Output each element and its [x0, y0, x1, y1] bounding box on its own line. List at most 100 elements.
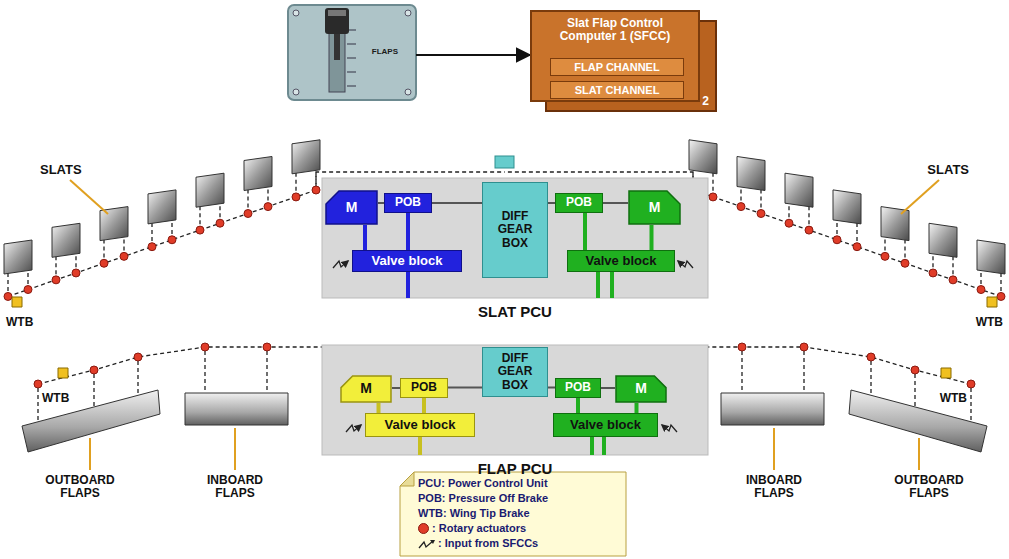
box-label: DIFF GEAR BOX — [489, 210, 541, 250]
rotary-actuator — [967, 380, 975, 388]
part-label: OUTBOARD FLAPS — [879, 474, 979, 500]
gearbox-box: DIFF GEAR BOX — [482, 347, 548, 397]
box-label: POB — [411, 381, 437, 394]
sfcc-input-symbol — [662, 425, 677, 432]
hydraulic-pipe — [590, 437, 594, 455]
hydraulic-pipe — [602, 437, 606, 455]
wing-tip-brake — [58, 368, 68, 378]
box-label: DIFF GEAR BOX — [489, 352, 541, 392]
connector — [416, 54, 530, 56]
rotary-actuator — [201, 343, 209, 351]
motor-box: M — [628, 190, 681, 225]
rotary-actuator — [805, 226, 813, 234]
legend-text: : Rotary actuators — [432, 522, 526, 534]
pcu-panel: SLAT PCUMPOBDIFF GEAR BOXPOBMValve block… — [322, 178, 708, 298]
inboard-flap — [185, 393, 288, 425]
part-label: INBOARD FLAPS — [190, 474, 280, 500]
part-label: WTB — [6, 312, 46, 330]
sfcc-input-symbol — [346, 425, 361, 432]
legend-swatch — [418, 523, 429, 534]
rotary-actuator — [757, 210, 765, 218]
valve-block: Valve block — [365, 413, 475, 437]
box-label: M — [635, 381, 647, 396]
valve-block: Valve block — [553, 413, 658, 437]
hydraulic-pipe — [418, 437, 422, 455]
part-label: OUTBOARD FLAPS — [30, 474, 130, 501]
slat — [929, 223, 957, 257]
box-label: M — [649, 200, 661, 215]
connector — [392, 387, 400, 389]
box-label: M — [360, 381, 372, 396]
box-label: 2 — [702, 95, 709, 108]
part-label: SLATS — [927, 163, 969, 177]
leader-line — [918, 438, 920, 470]
brake-box: POB — [555, 193, 603, 213]
box-label: POB — [566, 196, 592, 209]
box-label: POB — [565, 381, 591, 394]
unit-title: FLAP PCU — [478, 461, 553, 478]
inboard-flap — [721, 393, 824, 425]
gearbox-output — [495, 156, 514, 168]
rotary-actuator — [901, 259, 909, 267]
part-label: WTB — [6, 316, 33, 329]
sfcc-input-symbol — [678, 261, 693, 268]
box-label: Valve block — [586, 254, 657, 268]
pcu-panel: FLAP PCUMPOBDIFF GEAR BOXPOBMValve block… — [322, 345, 708, 455]
leader-line — [89, 438, 91, 470]
part-label: SLATS — [909, 160, 969, 178]
connector — [548, 387, 555, 389]
connector — [448, 387, 482, 389]
rotary-actuator — [709, 193, 717, 201]
box-label: Valve block — [570, 418, 641, 432]
connector — [635, 403, 639, 413]
part-label: WTB — [927, 388, 967, 406]
part-label: WTB — [976, 316, 1003, 329]
sfcc-input-symbol — [333, 261, 348, 268]
legend-row: : Rotary actuators — [418, 521, 622, 536]
slat — [52, 223, 80, 257]
rotary-actuator — [72, 269, 80, 277]
part-label: WTB — [42, 388, 82, 406]
leader-line — [901, 180, 939, 214]
connector — [576, 398, 580, 413]
legend-row: WTB: Wing Tip Brake — [418, 506, 622, 521]
wing-tip-brake — [12, 297, 22, 307]
wing-tip-brake — [987, 297, 997, 307]
slat — [148, 190, 176, 224]
flap-lever-panel: FLAPS — [288, 5, 416, 100]
rotary-actuator — [134, 353, 142, 361]
connector — [650, 225, 654, 250]
part-label: OUTBOARD FLAPS — [879, 474, 979, 501]
rotary-actuator — [977, 286, 985, 294]
connector — [603, 202, 628, 204]
leader-line — [234, 428, 236, 470]
slat — [785, 173, 813, 207]
leader-line — [70, 180, 108, 214]
rotary-actuator — [929, 269, 937, 277]
legend-note — [400, 472, 626, 556]
connector — [583, 213, 587, 250]
valve-block: Valve block — [567, 250, 675, 272]
legend-text: PCU: Power Control Unit — [418, 477, 548, 489]
channel-box: FLAP CHANNEL — [550, 58, 684, 76]
box-label: Valve block — [385, 418, 456, 432]
rotary-actuator — [264, 203, 272, 211]
box-label: FLAP CHANNEL — [574, 61, 659, 73]
connector — [377, 403, 381, 413]
motor-box: M — [325, 190, 378, 225]
unit-title: SLAT PCU — [478, 304, 552, 321]
part-label: WTB — [940, 392, 967, 405]
legend-row: PCU: Power Control Unit — [418, 476, 622, 491]
rotary-actuator — [738, 343, 746, 351]
computer-box: Slat Flap Control Computer 1 (SFCC)FLAP … — [530, 10, 700, 102]
slat — [292, 140, 320, 174]
rotary-actuator — [34, 380, 42, 388]
part-label: INBOARD FLAPS — [729, 474, 819, 501]
gearbox-box: DIFF GEAR BOX — [482, 182, 548, 278]
slat — [977, 240, 1005, 274]
hydraulic-pipe — [406, 272, 410, 298]
rotary-actuator — [911, 366, 919, 374]
pcu-housing — [322, 178, 708, 298]
connector — [363, 225, 367, 250]
connector — [548, 202, 555, 204]
